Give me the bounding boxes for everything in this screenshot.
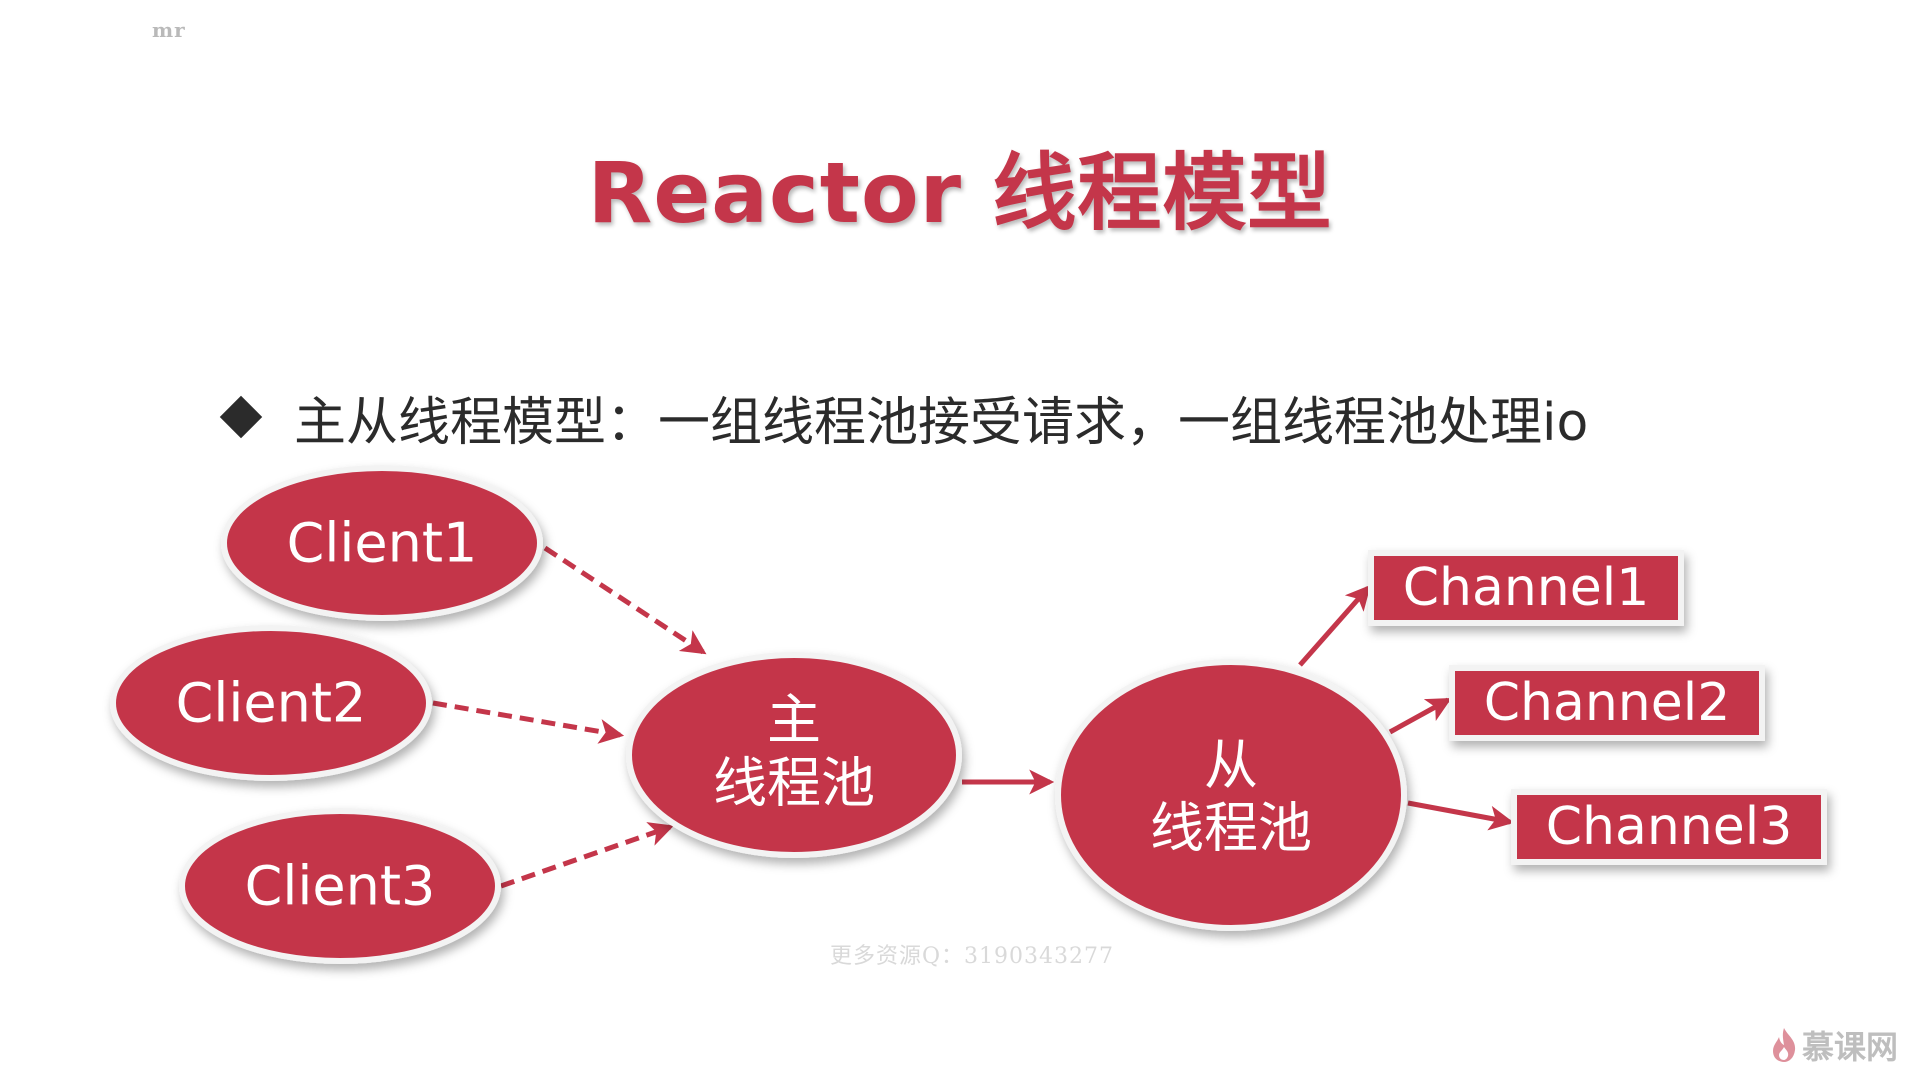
client1-node: Client1 (221, 465, 543, 621)
arrow-sub-to-channel3 (1407, 800, 1515, 831)
sub-pool-label-line1: 从 (1204, 734, 1258, 797)
channel3-node: Channel3 (1511, 789, 1827, 865)
arrow-sub-to-channel1 (1298, 584, 1371, 667)
client2-label: Client2 (176, 672, 367, 735)
main-pool-label-line2: 线程池 (713, 752, 875, 815)
arrow-client2-to-main (432, 700, 625, 744)
bullet-text: 主从线程模型：一组线程池接受请求，一组线程池处理io (294, 392, 1589, 453)
brand-text: 慕课网 (1801, 1028, 1898, 1066)
center-watermark: 更多资源Q：3190343277 (830, 944, 1115, 969)
arrow-client3-to-main (500, 822, 674, 889)
main-pool-label-line1: 主 (767, 689, 821, 752)
arrow-client1-to-main (543, 545, 707, 655)
client3-label: Client3 (245, 855, 436, 918)
sub-pool-label-line2: 线程池 (1150, 797, 1312, 860)
sub-pool-node: 从 线程池 (1055, 659, 1407, 931)
main-pool-node: 主 线程池 (626, 652, 962, 858)
channel2-label: Channel2 (1484, 673, 1731, 733)
client3-node: Client3 (179, 808, 501, 964)
slide-title: Reactor 线程模型 (587, 144, 1333, 242)
channel1-label: Channel1 (1403, 558, 1650, 618)
arrow-sub-to-channel2 (1388, 697, 1452, 735)
channel1-node: Channel1 (1368, 550, 1684, 626)
corner-watermark: mr (152, 18, 186, 42)
flame-icon (1772, 1028, 1796, 1062)
channel2-node: Channel2 (1449, 665, 1765, 741)
brand-logo: 慕课网 (1770, 1022, 1898, 1068)
client1-label: Client1 (287, 512, 478, 575)
channel3-label: Channel3 (1546, 797, 1793, 857)
client2-node: Client2 (110, 625, 432, 781)
bullet-item: 主从线程模型：一组线程池接受请求，一组线程池处理io (218, 382, 1589, 453)
